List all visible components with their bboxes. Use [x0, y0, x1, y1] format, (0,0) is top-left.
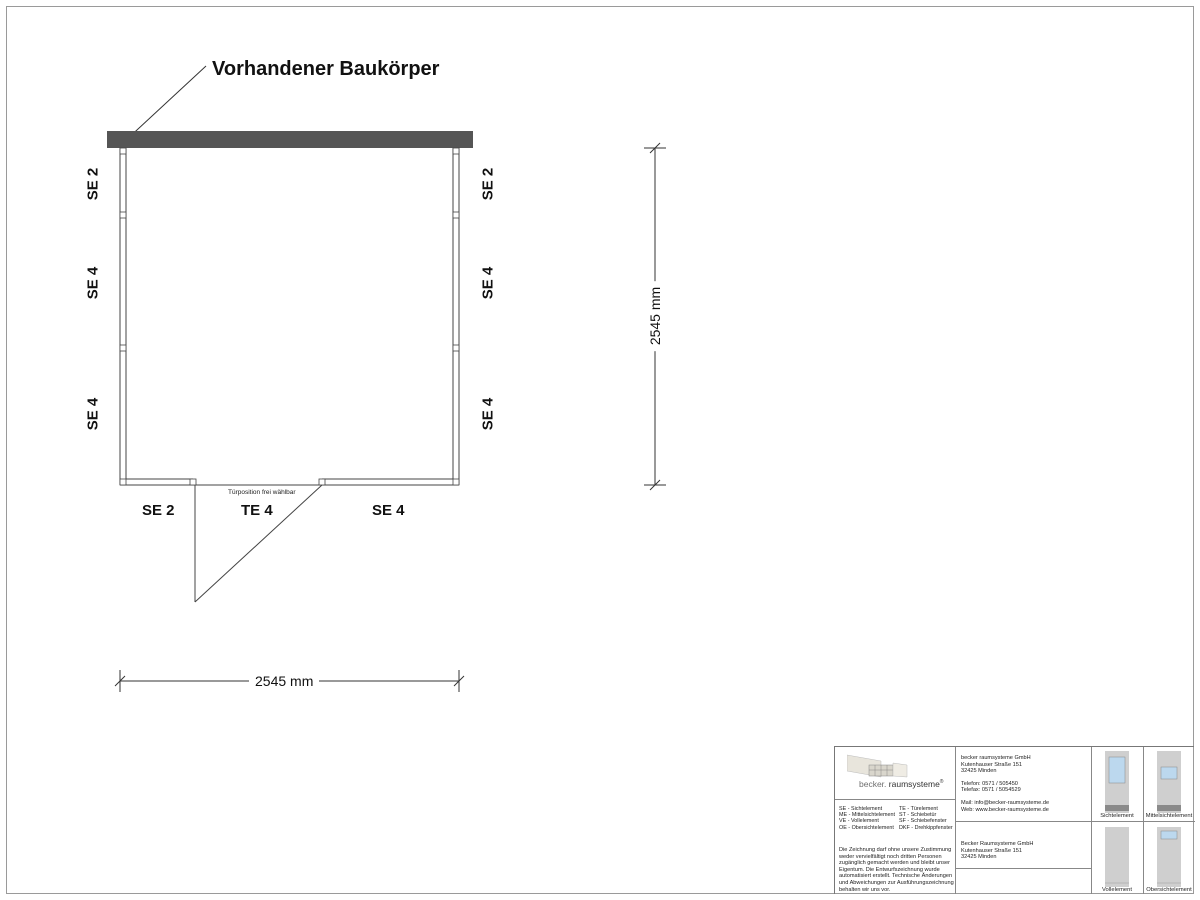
door-position-note: Türposition frei wählbar — [228, 489, 296, 496]
solid-element-panel-icon — [1105, 827, 1129, 887]
sight-element-panel-icon — [1105, 751, 1129, 813]
customer-address: Becker Raumsysteme GmbH Kutenhauser Stra… — [961, 841, 1034, 861]
element-caption-solid: Vollelement — [1102, 887, 1132, 893]
front-segment-3-label: SE 4 — [372, 502, 405, 519]
front-segment-2-label: TE 4 — [241, 502, 273, 519]
logo-suffix: raumsysteme — [888, 779, 940, 789]
element-caption-sight: Sichtelement — [1100, 813, 1134, 819]
left-segment-2-label: SE 4 — [84, 266, 102, 300]
title-leader-line — [123, 65, 207, 143]
left-segment-3-label: SE 4 — [84, 397, 102, 431]
right-wall — [452, 148, 460, 485]
front-wall — [120, 478, 459, 486]
left-segment-1-label: SE 2 — [84, 167, 102, 201]
right-segment-2-label: SE 4 — [479, 266, 497, 300]
element-caption-top-sight: Obersichtelement — [1146, 887, 1192, 893]
plan-title: Vorhandener Baukörper — [212, 58, 440, 80]
logo-wordmark: becker. raumsysteme® — [859, 779, 943, 789]
element-caption-mid-sight: Mittelsichtelement — [1145, 813, 1193, 819]
depth-dimension-label: 2545 mm — [647, 280, 663, 352]
company-address: becker raumsysteme GmbH Kutenhauser Stra… — [961, 755, 1050, 813]
right-segment-3-label: SE 4 — [479, 397, 497, 431]
logo-reg: ® — [939, 779, 944, 786]
left-wall — [119, 148, 127, 485]
existing-building-wall — [107, 131, 473, 148]
company-logo-icon — [847, 754, 908, 778]
logo-brand: becker. — [859, 779, 887, 789]
width-dimension-label: 2545 mm — [249, 673, 320, 689]
page-frame — [6, 6, 1194, 894]
right-segment-1-label: SE 2 — [479, 167, 497, 201]
disclaimer-text: Die Zeichnung darf ohne unsere Zustimmun… — [839, 847, 954, 893]
door-swing — [194, 484, 323, 603]
mid-sight-element-panel-icon — [1157, 751, 1181, 813]
front-segment-1-label: SE 2 — [142, 502, 175, 519]
wall-posts — [119, 147, 460, 486]
top-sight-element-panel-icon — [1157, 827, 1181, 887]
